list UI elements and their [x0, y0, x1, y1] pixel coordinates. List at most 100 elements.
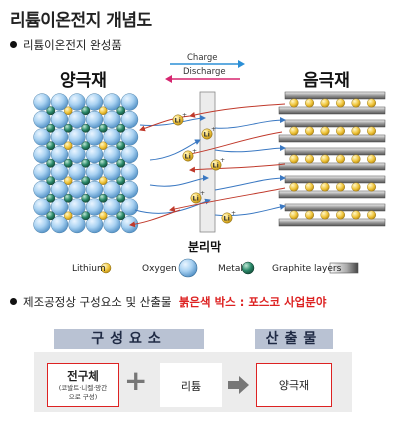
oxygen-atom	[33, 180, 51, 199]
oxygen-atom	[68, 180, 86, 199]
oxygen-atom	[103, 93, 121, 111]
li-ion-charge: +	[220, 157, 225, 164]
legend-graphite-label: Graphite layers	[272, 264, 342, 274]
charge-ion-path	[214, 145, 286, 153]
lithium-atom	[64, 176, 73, 185]
oxygen-atom	[50, 180, 69, 199]
legend	[100, 258, 359, 278]
oxygen-atom	[85, 110, 104, 129]
metal-atom	[63, 193, 73, 203]
lithium-atom	[289, 182, 299, 192]
lithium-atom	[320, 126, 330, 136]
lithium-atom	[305, 154, 315, 164]
metal-atom	[81, 141, 91, 151]
oxygen-atom	[103, 128, 121, 146]
lithium-atom	[320, 154, 330, 164]
metal-atom	[116, 123, 126, 133]
lithium-atom	[351, 182, 361, 192]
plus-icon: +	[124, 364, 148, 397]
lithium-atom	[305, 182, 315, 192]
oxygen-atom	[68, 93, 86, 111]
li-ion	[221, 212, 233, 224]
charge-ion-path	[214, 117, 286, 129]
lithium-atom	[336, 210, 346, 220]
li-ion	[201, 128, 213, 140]
cathode-label: 양극재	[60, 71, 107, 91]
header-components: 구성요소	[54, 329, 204, 349]
oxygen-atom	[33, 128, 51, 146]
lithium-atom	[351, 210, 361, 220]
lithium-atom	[305, 126, 315, 136]
oxygen-atom	[103, 110, 121, 129]
oxygen-atom	[33, 198, 51, 216]
lithium-atom	[351, 126, 361, 136]
oxygen-atom	[50, 110, 69, 129]
oxygen-atom	[50, 128, 69, 146]
ion-paths	[129, 103, 286, 228]
legend-metal-icon	[241, 261, 255, 275]
separator-label: 분리막	[188, 240, 222, 254]
lithium-atom	[99, 211, 108, 220]
metal-atom	[81, 106, 91, 116]
precursor-sub2: 으로 구성)	[68, 393, 98, 401]
oxygen-atom	[120, 145, 139, 164]
metal-atom	[46, 176, 56, 186]
lithium-atom	[367, 210, 377, 220]
discharge-ion-path	[184, 131, 283, 158]
metal-atom	[81, 123, 91, 133]
metal-atom	[81, 176, 91, 186]
section2-bullet: 제조공정상 구성요소 및 산출물 붉은색 박스 : 포스코 사업분야	[10, 294, 326, 310]
lithium-atom	[320, 210, 330, 220]
metal-atom	[116, 106, 126, 116]
lithium-atom	[289, 126, 299, 136]
oxygen-atom	[120, 180, 139, 199]
legend-lithium-icon	[100, 262, 112, 274]
legend-oxygen-label: Oxygen	[142, 264, 177, 274]
metal-atom	[116, 158, 126, 168]
metal-atom	[63, 123, 73, 133]
legend-oxygen-icon	[178, 258, 198, 278]
lithium-atom	[351, 154, 361, 164]
lithium-atom	[289, 210, 299, 220]
section1-bullet: 리튬이온전지 완성품	[10, 37, 122, 53]
discharge-arrow-head	[165, 75, 172, 83]
li-ion-label: Li	[185, 153, 191, 161]
metal-atom	[81, 193, 91, 203]
oxygen-atom	[33, 145, 51, 164]
oxygen-atom	[120, 128, 139, 146]
lithium-atom	[64, 141, 73, 150]
charge-label: Charge	[187, 53, 218, 63]
oxygen-atom	[103, 163, 121, 181]
battery-diagram: Li+Li+Li+Li+Li+Li+	[33, 60, 386, 234]
anode-graphite	[278, 91, 386, 227]
page-title: 리튬이온전지 개념도	[10, 11, 152, 31]
lithium-box: 리튬	[160, 363, 222, 407]
li-ion-label: Li	[204, 131, 210, 139]
charge-ion-path	[149, 139, 201, 161]
lithium-atom	[64, 106, 73, 115]
li-ion-label: Li	[175, 117, 181, 125]
oxygen-atom	[68, 215, 86, 234]
charge-ion-path	[134, 198, 211, 214]
metal-atom	[116, 176, 126, 186]
oxygen-atom	[85, 215, 104, 234]
bullet-dot-icon	[10, 41, 17, 48]
oxygen-atom	[50, 145, 69, 164]
lithium-atom	[351, 98, 361, 108]
oxygen-atom	[85, 198, 104, 216]
graphite-layer	[278, 218, 386, 227]
metal-atom	[98, 158, 108, 168]
section2-bullet-text: 제조공정상 구성요소 및 산출물	[23, 295, 172, 309]
discharge-ion-path	[139, 115, 191, 132]
oxygen-atom	[85, 180, 104, 199]
lithium-atom	[367, 154, 377, 164]
oxygen-atom	[120, 110, 139, 129]
li-ion-charge: +	[182, 112, 187, 119]
metal-atom	[46, 211, 56, 221]
oxygen-atom	[120, 93, 139, 111]
oxygen-atom	[33, 93, 51, 111]
graphite-layer	[284, 175, 386, 184]
section1-bullet-text: 리튬이온전지 완성품	[23, 38, 122, 52]
oxygen-atom	[68, 198, 86, 216]
lithium-atom	[320, 182, 330, 192]
